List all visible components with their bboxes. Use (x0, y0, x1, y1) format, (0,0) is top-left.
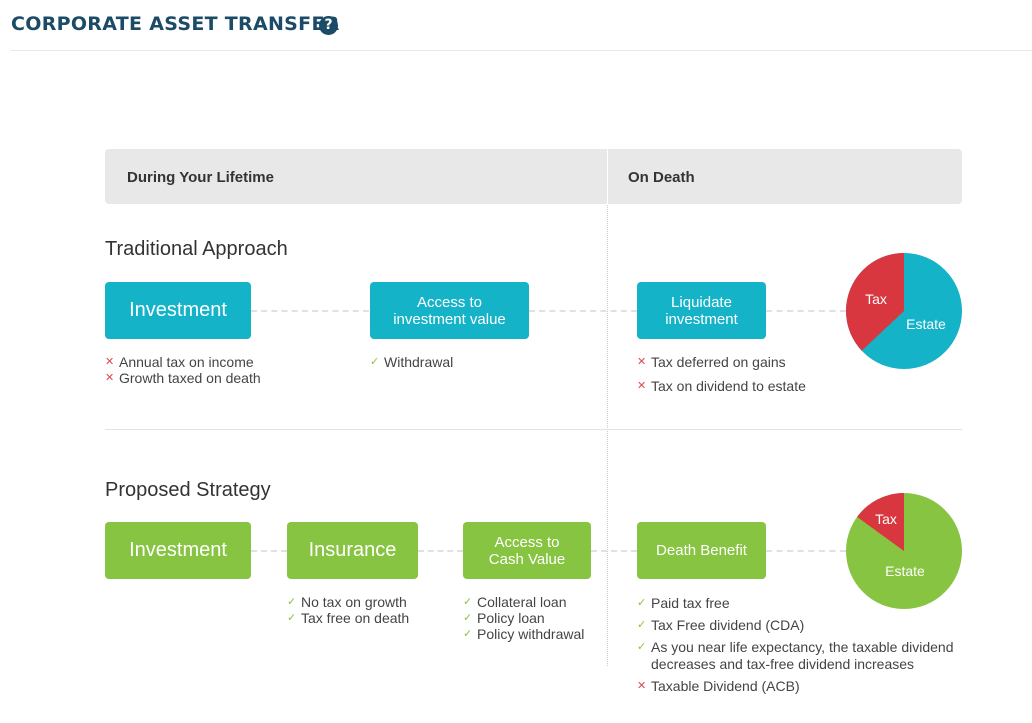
note-item: ✕Annual tax on income (105, 354, 254, 370)
column-divider (607, 149, 608, 666)
check-icon: ✓ (637, 597, 647, 609)
note-item: ✓Collateral loan (463, 594, 567, 610)
traditional-access-notes: ✓Withdrawal (370, 354, 453, 370)
traditional-investment-notes: ✕Annual tax on income ✕Growth taxed on d… (105, 354, 261, 386)
column-divider-header-gap (607, 149, 608, 204)
proposed-title: Proposed Strategy (105, 479, 271, 501)
note-item: ✓As you near life expectancy, the taxabl… (637, 639, 954, 672)
proposed-investment-box: Investment (105, 522, 251, 579)
traditional-connector-1 (251, 310, 369, 312)
note-item: ✓Policy withdrawal (463, 626, 585, 642)
proposed-death-benefit-notes: ✓Paid tax free ✓Tax Free dividend (CDA) … (637, 595, 953, 694)
note-item: ✓Paid tax free (637, 595, 730, 611)
traditional-access-box: Access to investment value (370, 282, 529, 339)
check-icon: ✓ (637, 641, 647, 653)
header-divider (11, 50, 1032, 51)
traditional-liquidate-box: Liquidate investment (637, 282, 766, 339)
column-header-lifetime: During Your Lifetime (127, 169, 274, 186)
note-item: ✕Taxable Dividend (ACB) (637, 678, 800, 694)
pie-label-estate: Estate (885, 563, 925, 579)
pie-slice-tax (857, 493, 904, 551)
check-icon: ✓ (287, 596, 297, 608)
check-icon: ✓ (463, 628, 473, 640)
column-header-death: On Death (628, 169, 695, 186)
x-icon: ✕ (637, 680, 647, 692)
traditional-connector-2 (529, 310, 637, 312)
x-icon: ✕ (637, 380, 647, 392)
note-item: ✓Withdrawal (370, 354, 454, 370)
traditional-connector-3 (766, 310, 846, 312)
proposed-connector-3 (591, 550, 637, 552)
proposed-insurance-box: Insurance (287, 522, 418, 579)
proposed-death-benefit-box: Death Benefit (637, 522, 766, 579)
note-item: ✕Growth taxed on death (105, 370, 261, 386)
proposed-insurance-notes: ✓No tax on growth ✓Tax free on death (287, 594, 409, 626)
page-title: CORPORATE ASSET TRANSFER (11, 13, 340, 35)
traditional-title: Traditional Approach (105, 238, 288, 260)
note-item: ✕Tax on dividend to estate (637, 378, 806, 394)
proposed-connector-1 (251, 550, 287, 552)
note-item: ✕Tax deferred on gains (637, 354, 786, 370)
check-icon: ✓ (370, 356, 380, 368)
check-icon: ✓ (637, 619, 647, 631)
traditional-liquidate-notes: ✕Tax deferred on gains ✕Tax on dividend … (637, 354, 806, 394)
section-divider (105, 429, 962, 430)
note-item: ✓No tax on growth (287, 594, 407, 610)
help-icon[interactable]: ? (319, 16, 338, 35)
pie-label-tax: Tax (865, 291, 887, 307)
proposed-access-box: Access to Cash Value (463, 522, 591, 579)
x-icon: ✕ (637, 356, 647, 368)
x-icon: ✕ (105, 356, 115, 368)
note-item: ✓Tax Free dividend (CDA) (637, 617, 805, 633)
pie-slice-tax (846, 253, 904, 351)
pie-label-tax: Tax (875, 511, 897, 527)
check-icon: ✓ (463, 596, 473, 608)
proposed-access-notes: ✓Collateral loan ✓Policy loan ✓Policy wi… (463, 594, 584, 642)
note-item: ✓Policy loan (463, 610, 545, 626)
check-icon: ✓ (463, 612, 473, 624)
check-icon: ✓ (287, 612, 297, 624)
note-item: ✓Tax free on death (287, 610, 410, 626)
column-header-bar: During Your Lifetime On Death (105, 149, 962, 204)
pie-label-estate: Estate (906, 316, 946, 332)
traditional-investment-box: Investment (105, 282, 251, 339)
proposed-connector-4 (766, 550, 846, 552)
proposed-connector-2 (418, 550, 463, 552)
x-icon: ✕ (105, 372, 115, 384)
